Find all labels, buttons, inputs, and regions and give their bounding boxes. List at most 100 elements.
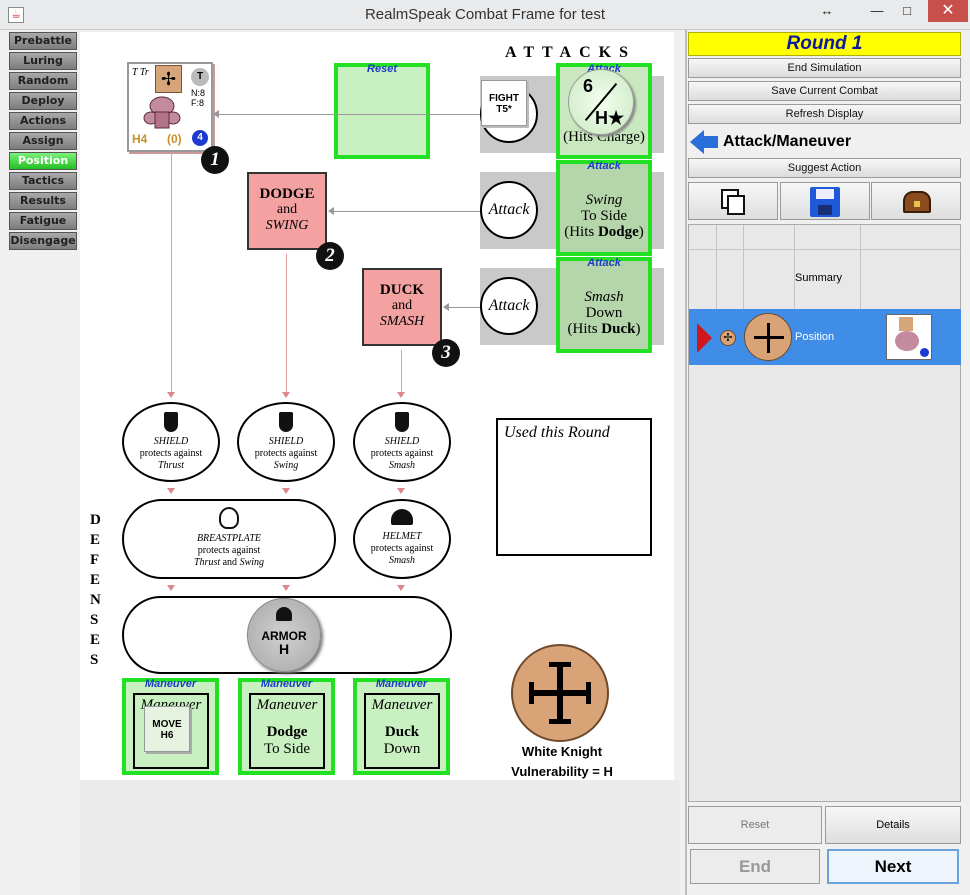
col1-arrowhead — [167, 392, 175, 398]
attack-slot-swing[interactable]: Attack Swing To Side (Hits Dodge) — [556, 160, 652, 256]
smash-line1: Smash — [584, 289, 624, 305]
col3-line — [401, 350, 402, 394]
dodge-and: and — [276, 202, 298, 217]
dodge-label: DODGE — [259, 186, 315, 202]
monster-badge: T — [191, 68, 209, 86]
phase-assign-button[interactable]: Assign — [9, 132, 77, 150]
duck-smash-box[interactable]: DUCK and SMASH — [362, 268, 442, 346]
arrowhead-row2 — [328, 207, 334, 215]
phase-prebattle-button[interactable]: Prebattle — [9, 32, 77, 50]
breastplate-line: protects against — [197, 545, 261, 556]
table-row[interactable]: ✢ Position — [689, 309, 961, 365]
breastplate-slot[interactable]: BREASTPLATE protects against Thrust and … — [122, 499, 336, 579]
shield-thrust-line: protects against — [139, 448, 203, 459]
phase-random-button[interactable]: Random — [9, 72, 77, 90]
col2-line — [286, 254, 287, 394]
arrowhead-row1 — [213, 110, 219, 118]
maneuver-dodge-line2: To Side — [263, 741, 311, 757]
attack-slot-thrust[interactable]: Attack (Hits Charge) 6 H★ — [556, 63, 652, 159]
maneuver-slot-duck[interactable]: Maneuver Maneuver Duck Down — [353, 678, 450, 775]
maneuver-slot-ahead[interactable]: Maneuver Maneuver Ahead MOVE H6 — [122, 678, 219, 775]
swing-hits-dodge: Dodge — [597, 224, 639, 240]
shield-swing[interactable]: SHIELD protects against Swing — [237, 402, 335, 482]
table-col-divider-4 — [860, 225, 861, 365]
attack-circle-smash[interactable]: Attack — [480, 277, 538, 335]
swing-line2: To Side — [580, 208, 628, 224]
armor-chit-value: H — [278, 641, 290, 657]
monster-card[interactable]: T Tr ✢ T N:8 F:8 H4 (0) 4 — [127, 62, 213, 152]
white-knight-token[interactable] — [511, 644, 609, 742]
thumb-troll — [895, 331, 919, 351]
phase-actions-button[interactable]: Actions — [9, 112, 77, 130]
row-position-label: Position — [795, 331, 835, 343]
suggest-action-button[interactable]: Suggest Action — [688, 158, 961, 178]
shield-icon — [395, 412, 409, 432]
phase-luring-button[interactable]: Luring — [9, 52, 77, 70]
close-button[interactable]: ✕ — [928, 0, 968, 22]
shield-smash[interactable]: SHIELD protects against Smash — [353, 402, 451, 482]
weapon-chit[interactable]: 6 H★ — [568, 69, 634, 135]
phase-fatigue-button[interactable]: Fatigue — [9, 212, 77, 230]
helmet-slot[interactable]: HELMET protects against Smash — [353, 499, 451, 579]
phase-deploy-button[interactable]: Deploy — [9, 92, 77, 110]
shield-thrust[interactable]: SHIELD protects against Thrust — [122, 402, 220, 482]
combat-summary-table: Summary ✢ Position — [688, 224, 961, 802]
details-button[interactable]: Details — [825, 806, 961, 844]
floppy-shutter — [818, 205, 832, 215]
def-arrow-3 — [397, 488, 405, 494]
position-number-1: 1 — [201, 146, 229, 174]
breastplate-icon — [219, 507, 239, 529]
fight-chit-time: T5* — [496, 104, 512, 115]
attack-circle-swing[interactable]: Attack — [480, 181, 538, 239]
title-bar: ☕ RealmSpeak Combat Frame for test ↔ — □… — [0, 0, 970, 30]
minimize-button[interactable]: — — [870, 3, 884, 18]
maneuver-slot-dodge[interactable]: Maneuver Maneuver Dodge To Side — [238, 678, 335, 775]
copy-button[interactable] — [688, 182, 778, 220]
next-button[interactable]: Next — [827, 849, 959, 884]
thumb-badge — [920, 348, 929, 357]
end-simulation-button[interactable]: End Simulation — [688, 58, 961, 78]
row-small-cross-icon: ✢ — [720, 330, 736, 346]
panel-divider[interactable] — [685, 30, 687, 895]
shield-smash-target: Smash — [388, 460, 416, 471]
thrust-hits-label: (Hits Charge) — [563, 129, 645, 145]
fight-chit[interactable]: FIGHT T5* — [481, 80, 527, 126]
armor-chit-label: ARMOR — [261, 629, 307, 643]
phase-tactics-button[interactable]: Tactics — [9, 172, 77, 190]
monster-stat-f: F:8 — [191, 98, 205, 108]
swing-hits-suffix: ) — [638, 224, 644, 240]
phase-sidebar: Prebattle Luring Random Deploy Actions A… — [9, 32, 77, 252]
weapon-chit-value: 6 — [583, 76, 594, 96]
reset-button[interactable]: Reset — [688, 806, 822, 844]
move-chit[interactable]: MOVE H6 — [144, 706, 190, 752]
resize-icon[interactable]: ↔ — [820, 3, 834, 18]
breastplate-target-swing: Swing — [239, 557, 265, 568]
attack-slot-smash[interactable]: Attack Smash Down (Hits Duck) — [556, 257, 652, 353]
def-arrow-4 — [167, 585, 175, 591]
refresh-display-button[interactable]: Refresh Display — [688, 104, 961, 124]
dodge-swing-box[interactable]: DODGE and SWING — [247, 172, 327, 250]
phase-results-button[interactable]: Results — [9, 192, 77, 210]
save-button[interactable] — [780, 182, 870, 220]
back-arrow-icon[interactable] — [690, 130, 718, 154]
maneuver-duck-bold: Duck — [384, 724, 420, 740]
defenses-label: DEFENSES — [90, 512, 108, 668]
treasure-chest-button[interactable] — [871, 182, 961, 220]
reset-slot[interactable]: Reset — [334, 63, 430, 159]
armor-helmet-icon — [276, 607, 292, 621]
table-summary-header: Summary — [795, 272, 843, 284]
end-button[interactable]: End — [690, 849, 820, 884]
armor-chit[interactable]: ARMOR H — [247, 598, 321, 672]
arrowhead-row3 — [443, 303, 449, 311]
weapon-chit-label: H★ — [595, 108, 625, 128]
save-combat-button[interactable]: Save Current Combat — [688, 81, 961, 101]
shield-icon — [164, 412, 178, 432]
phase-position-button[interactable]: Position — [9, 152, 77, 170]
breastplate-target-thrust: Thrust — [193, 557, 221, 568]
smash-line3: (Hits Duck) — [560, 321, 648, 337]
maneuver-duck-card: Maneuver Duck Down — [364, 693, 440, 769]
shield-thrust-target: Thrust — [157, 460, 185, 471]
phase-disengage-button[interactable]: Disengage — [9, 232, 77, 250]
maximize-button[interactable]: □ — [903, 3, 911, 18]
attacks-heading: ATTACKS — [505, 44, 636, 61]
